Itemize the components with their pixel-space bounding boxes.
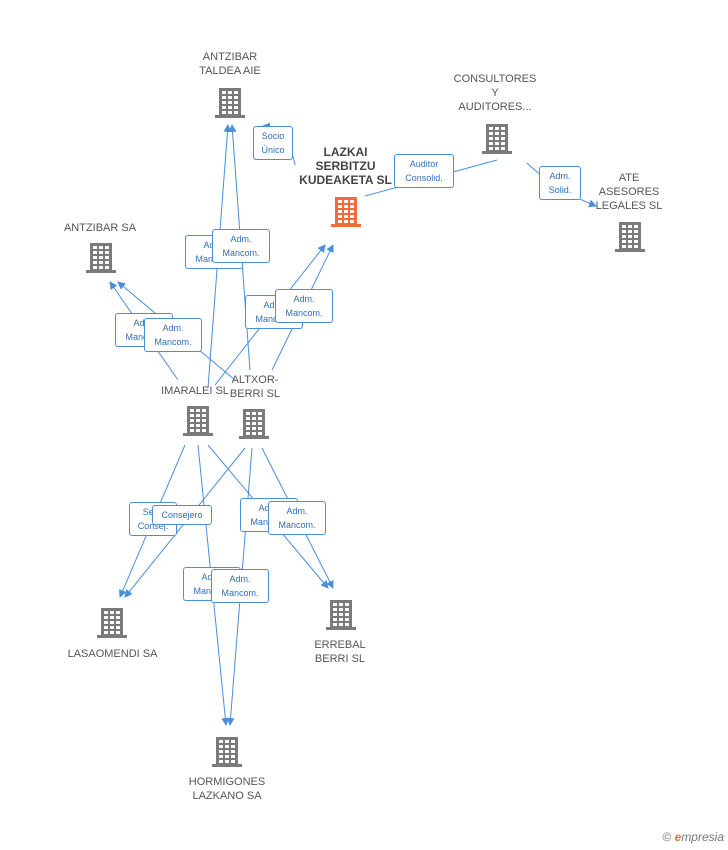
building-icon-imaralei[interactable] <box>183 406 213 436</box>
node-ate-label[interactable]: ATE ASESORES LEGALES SL <box>595 172 663 212</box>
edge-label-adm-solid: Adm. Solid. <box>539 166 581 200</box>
edge-label-adm-mancom-3b: Adm. Mancom. <box>275 289 333 323</box>
node-consultores-label[interactable]: CONSULTORES Y AUDITORES... <box>453 73 537 113</box>
building-icon-antzibar-taldea[interactable] <box>215 88 245 118</box>
building-icon-lazkai[interactable] <box>331 197 361 227</box>
edge-label-socio-unico: Socio Único <box>253 126 293 160</box>
edge-label-adm-mancom-5b: Adm. Mancom. <box>211 569 269 603</box>
copyright-icon: © <box>662 830 672 844</box>
edge-label-adm-mancom-4b: Adm. Mancom. <box>268 501 326 535</box>
node-imaralei-label[interactable]: IMARALEI SL <box>161 385 229 397</box>
edge-label-adm-mancom-1b: Adm. Mancom. <box>212 229 270 263</box>
edge-label-auditor: Auditor Consolid. <box>394 154 454 188</box>
node-errebal-label[interactable]: ERREBAL BERRI SL <box>314 639 366 665</box>
node-lazkai-label[interactable]: LAZKAI SERBITZU KUDEAKETA SL <box>299 145 392 187</box>
edge-label-adm-mancom-2b: Adm. Mancom. <box>144 318 202 352</box>
node-altxor-label[interactable]: ALTXOR- BERRI SL <box>229 374 281 400</box>
building-icon-altxor[interactable] <box>239 409 269 439</box>
brand-logo-e: e <box>674 830 682 844</box>
buildings <box>86 88 645 767</box>
building-icon-hormigones[interactable] <box>212 737 242 767</box>
building-icon-consultores[interactable] <box>482 124 512 154</box>
node-antzibar-taldea-label[interactable]: ANTZIBAR TALDEA AIE <box>199 51 261 77</box>
building-icon-ate[interactable] <box>615 222 645 252</box>
footer-brand: © empresia <box>662 830 724 844</box>
building-icon-lasaomendi[interactable] <box>97 608 127 638</box>
node-hormigones-label[interactable]: HORMIGONES LAZKANO SA <box>188 776 266 802</box>
edge-label-consejero: Consejero <box>152 505 212 525</box>
node-antzibar-sa-label[interactable]: ANTZIBAR SA <box>63 222 137 234</box>
node-lasaomendi-label[interactable]: LASAOMENDI SA <box>67 648 158 660</box>
brand-logo-text: mpresia <box>681 830 724 844</box>
building-icon-errebal[interactable] <box>326 600 356 630</box>
building-icon-antzibar-sa[interactable] <box>86 243 116 273</box>
